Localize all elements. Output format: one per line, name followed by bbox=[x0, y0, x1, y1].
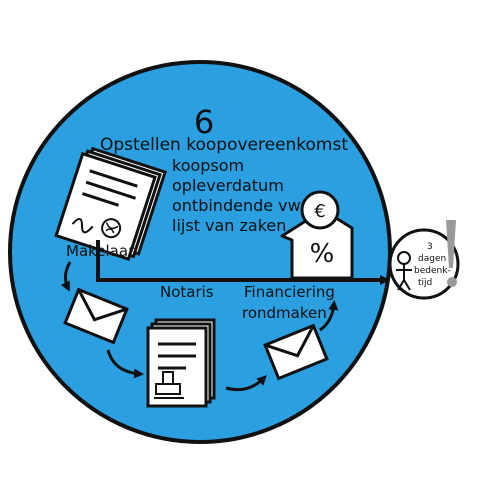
arrow-to-bedenktijd bbox=[96, 240, 390, 285]
list-item: lijst van zaken bbox=[172, 216, 286, 235]
envelope-icon bbox=[63, 287, 129, 345]
arrow-envelope-to-financiering bbox=[319, 300, 339, 332]
item-list: koopsom opleverdatum ontbindende vw lijs… bbox=[172, 156, 301, 235]
percent-symbol: % bbox=[310, 239, 335, 269]
bedenktijd-circle bbox=[388, 228, 460, 300]
step-number: 6 bbox=[194, 103, 214, 141]
house-icon: € % bbox=[280, 190, 354, 280]
contract-document-icon bbox=[54, 146, 167, 261]
exclamation-icon bbox=[446, 220, 457, 287]
arrow-makelaar-to-envelope bbox=[60, 261, 72, 292]
arrow-envelope-to-notaris bbox=[106, 349, 144, 379]
title: Opstellen koopovereenkomst bbox=[100, 135, 348, 155]
list-item: ontbindende vw bbox=[172, 196, 301, 215]
makelaar-label: Makelaar bbox=[66, 242, 135, 260]
bedenktijd-line: tijd bbox=[418, 278, 432, 288]
financiering-label: Financiering bbox=[244, 283, 335, 301]
envelope-icon bbox=[263, 323, 329, 381]
euro-symbol: € bbox=[314, 201, 325, 222]
stamp-icon bbox=[154, 371, 184, 399]
list-item: koopsom bbox=[172, 156, 244, 175]
bedenktijd-line: dagen bbox=[418, 254, 446, 264]
notaris-label: Notaris bbox=[160, 283, 214, 301]
bedenktijd-text: 3 dagen bedenk- tijd bbox=[414, 242, 451, 288]
bedenktijd-line: 3 bbox=[427, 242, 433, 252]
arrow-notaris-to-envelope bbox=[225, 375, 267, 392]
person-icon bbox=[396, 251, 412, 291]
euro-coin-icon bbox=[300, 190, 340, 230]
notary-document-icon bbox=[146, 318, 216, 408]
rondmaken-label: rondmaken bbox=[242, 304, 327, 322]
list-item: opleverdatum bbox=[172, 176, 284, 195]
bedenktijd-line: bedenk- bbox=[414, 266, 451, 276]
